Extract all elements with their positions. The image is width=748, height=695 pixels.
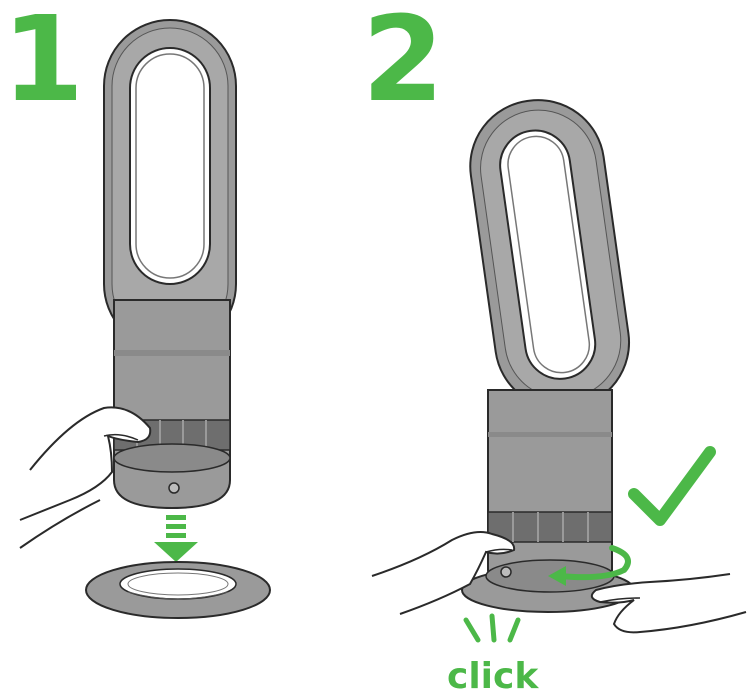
down-arrow-icon — [154, 515, 198, 562]
fan-base-ring — [85, 561, 271, 619]
step-2-panel: 2 — [362, 0, 747, 695]
click-label: click — [447, 656, 539, 695]
hand-illustration — [19, 406, 152, 549]
rotate-arrow-icon — [548, 545, 631, 586]
step-1-panel: 1 — [2, 0, 271, 619]
air-intake-grille-2 — [487, 511, 613, 543]
power-button-icon-2 — [500, 566, 512, 578]
right-hand-illustration — [590, 573, 747, 634]
fan-body-2 — [487, 389, 613, 598]
fan-loop-illustration — [103, 19, 237, 351]
fan-body — [113, 299, 231, 510]
click-burst-icon — [463, 613, 521, 643]
fan-loop-illustration-angled — [469, 99, 631, 410]
step-1-number: 1 — [2, 0, 84, 128]
step-2-number: 2 — [362, 0, 444, 128]
power-button-icon — [168, 482, 180, 494]
checkmark-icon — [628, 446, 716, 526]
left-hand-illustration — [371, 531, 516, 615]
